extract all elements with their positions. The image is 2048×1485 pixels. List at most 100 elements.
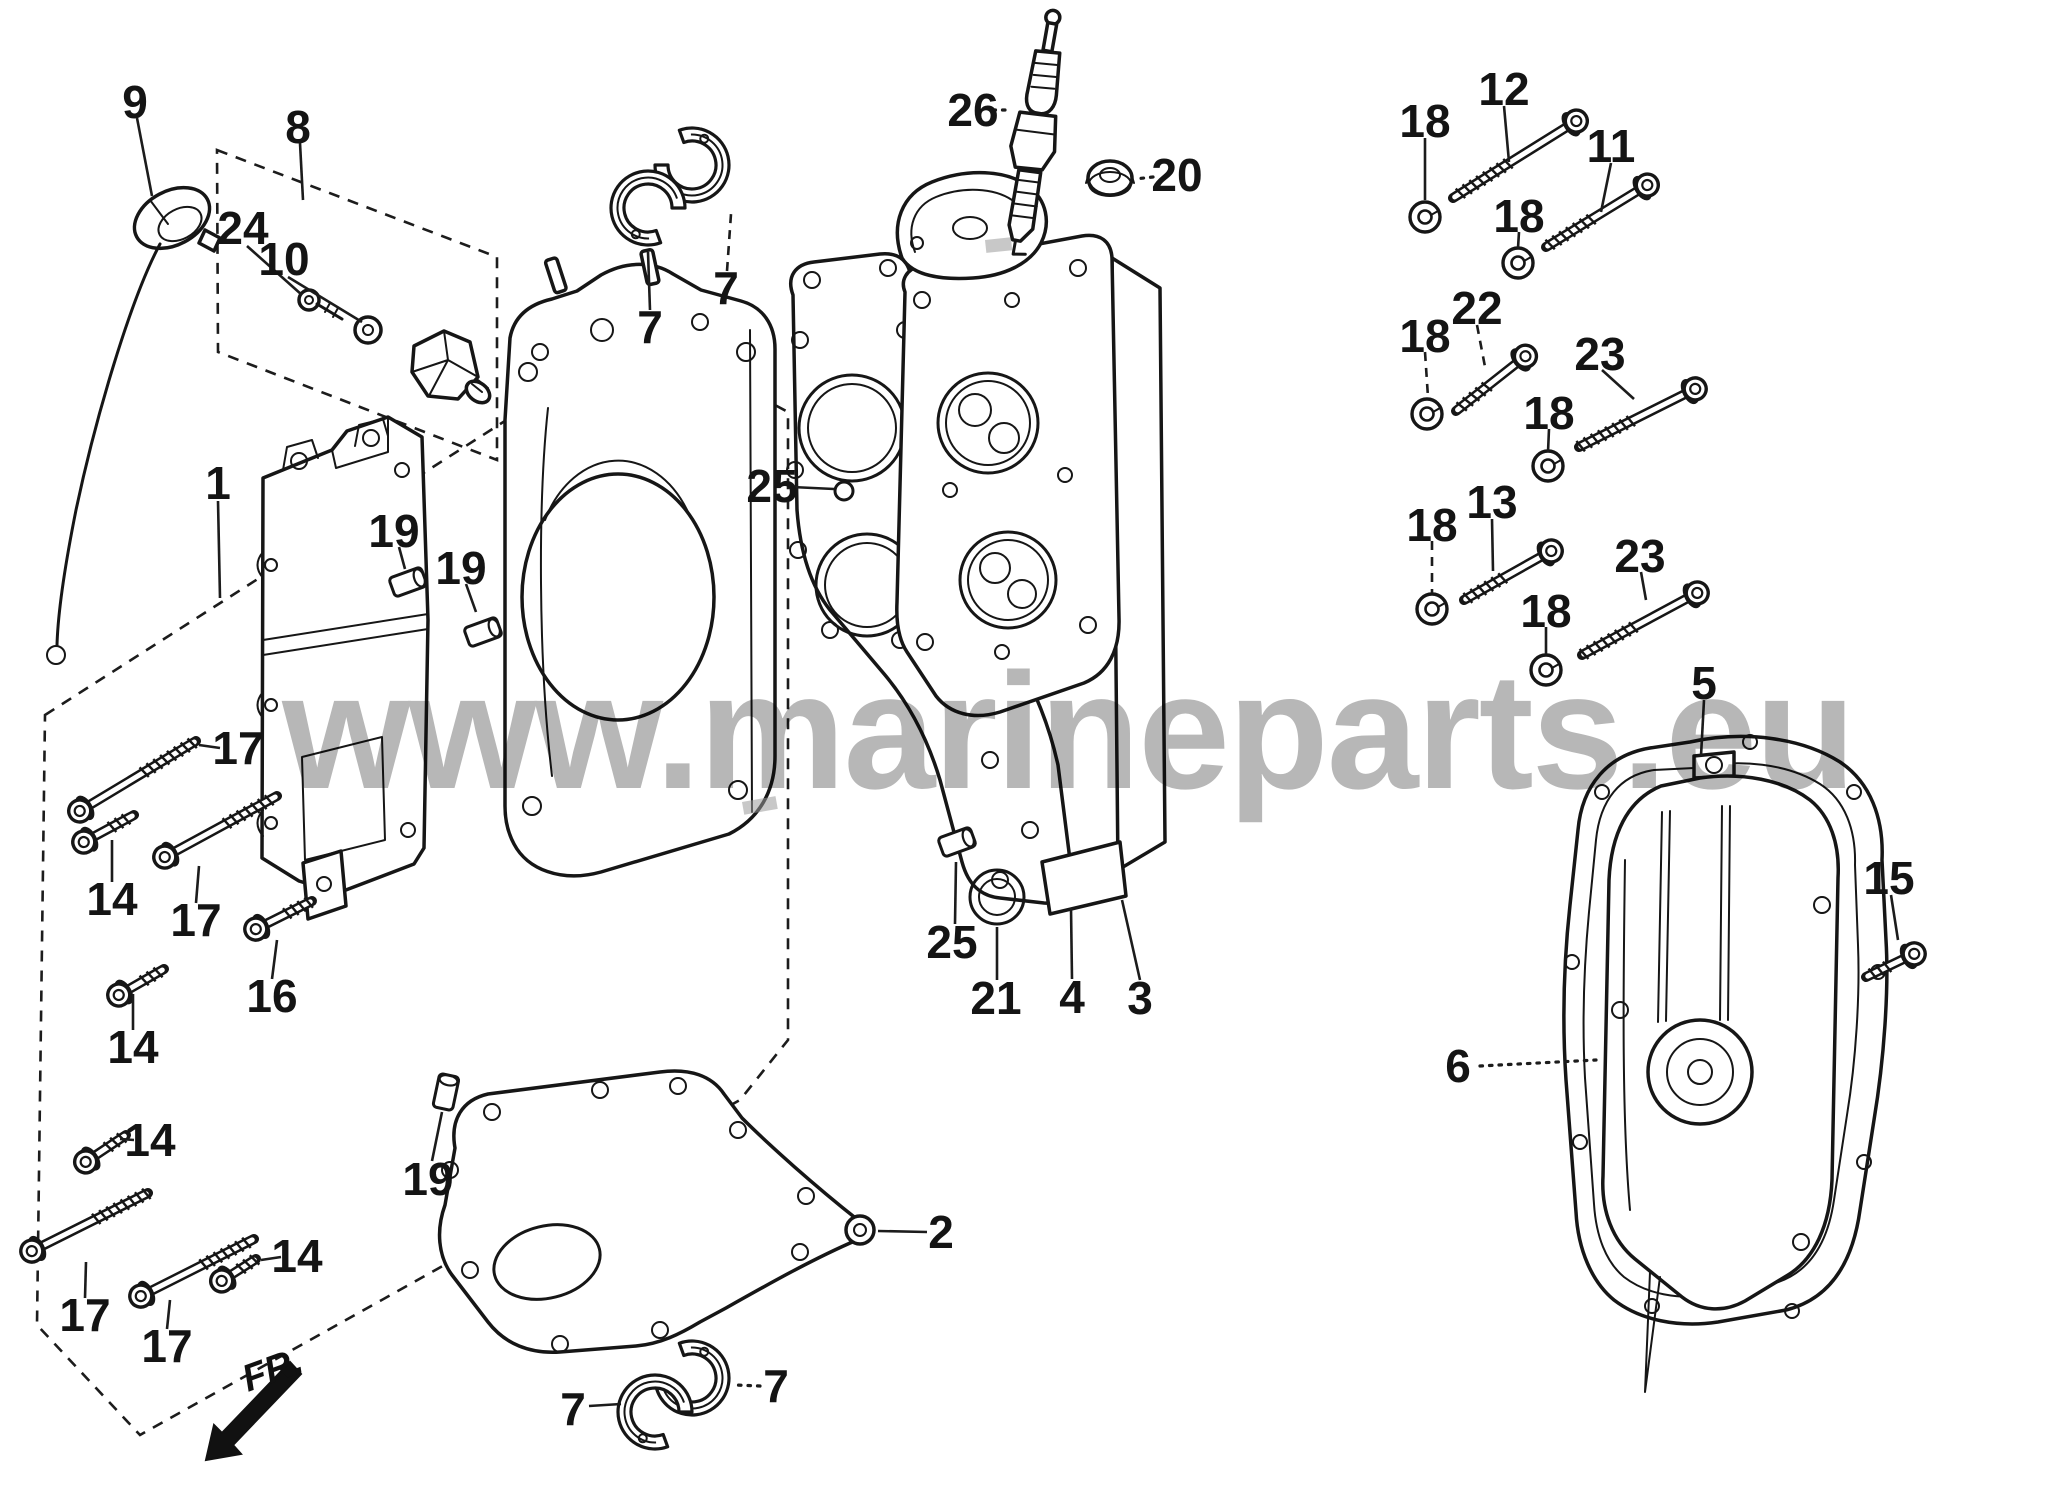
hex-bolt <box>243 895 317 942</box>
callout-number-10: 10 <box>258 233 309 285</box>
leader-line-24 <box>246 245 303 296</box>
sealing-washer-18 <box>1408 200 1442 234</box>
callout-number-9: 9 <box>122 76 148 128</box>
hex-bolt <box>1459 538 1564 605</box>
callout-number-17: 17 <box>170 894 221 946</box>
base-gasket-2 <box>437 1069 876 1354</box>
callout-number-19: 19 <box>435 542 486 594</box>
leader-line-18 <box>1546 428 1551 453</box>
leader-line-9 <box>135 117 154 197</box>
dowel-pin <box>937 826 977 858</box>
leader-line-17 <box>198 743 221 750</box>
sealing-washer-18 <box>1529 653 1563 687</box>
callout-number-25: 25 <box>746 460 797 512</box>
hex-bolt <box>1861 941 1927 982</box>
callout-number-12: 12 <box>1478 63 1529 115</box>
callout-number-15: 15 <box>1863 852 1914 904</box>
leader-line-2 <box>877 1229 928 1234</box>
callout-number-4: 4 <box>1059 971 1085 1023</box>
callout-number-18: 18 <box>1399 310 1450 362</box>
callout-number-5: 5 <box>1691 657 1717 709</box>
callout-number-18: 18 <box>1399 95 1450 147</box>
callout-number-3: 3 <box>1127 972 1153 1024</box>
callout-number-23: 23 <box>1574 328 1625 380</box>
leader-line-12 <box>1502 105 1511 163</box>
leader-line-18 <box>1423 351 1430 398</box>
cylinder-block <box>503 248 778 878</box>
hex-bolt <box>67 736 201 824</box>
leader-line-17 <box>165 1299 172 1330</box>
head-foot <box>1040 840 1128 916</box>
leader-line-3 <box>1120 899 1142 981</box>
callout-number-7: 7 <box>560 1383 586 1435</box>
o-ring-21 <box>968 868 1026 926</box>
fitting-kit-box-8-outline <box>215 148 499 462</box>
callout-number-8: 8 <box>285 101 311 153</box>
cylinder-head-3 <box>895 233 1167 916</box>
callout-number-17: 17 <box>59 1289 110 1341</box>
leader-line-14 <box>260 1255 282 1262</box>
leader-line-18 <box>1516 231 1521 249</box>
callout-number-21: 21 <box>970 972 1021 1024</box>
dowel-pin <box>388 566 428 598</box>
hardware-layer <box>19 108 1927 1451</box>
dipstick-rod <box>46 242 162 665</box>
sealing-washer-18 <box>1531 449 1565 483</box>
callout-number-19: 19 <box>402 1153 453 1205</box>
hex-bolt <box>1540 172 1660 252</box>
oil-fitting-8 <box>410 329 492 405</box>
callout-number-7: 7 <box>637 301 663 353</box>
hex-bolt <box>72 1129 132 1175</box>
callout-number-13: 13 <box>1466 476 1517 528</box>
leader-line-5 <box>1699 699 1706 757</box>
callout-number-7: 7 <box>763 1360 789 1412</box>
callout-number-19: 19 <box>368 505 419 557</box>
callout-number-17: 17 <box>212 722 263 774</box>
leader-line-16 <box>270 939 279 980</box>
washer-10 <box>353 315 383 345</box>
assembly-box-1-outline <box>35 332 790 1437</box>
leader-line-19 <box>430 1111 444 1162</box>
bearing-half-shell-7 <box>609 169 687 247</box>
hex-bolt <box>1573 376 1708 453</box>
leader-line-19 <box>464 583 478 613</box>
leader-line-19 <box>397 546 407 570</box>
leader-line-11 <box>1599 162 1613 213</box>
leader-lines-layer <box>83 105 1900 1408</box>
hex-bolt <box>1451 343 1539 417</box>
leader-line-15 <box>1889 894 1900 941</box>
callout-number-20: 20 <box>1151 149 1202 201</box>
callout-number-25: 25 <box>926 916 977 968</box>
callout-number-7: 7 <box>713 262 739 314</box>
callout-number-14: 14 <box>271 1230 323 1282</box>
plug-seal-nut-20 <box>1085 159 1135 197</box>
callout-number-24: 24 <box>217 202 269 254</box>
spark-plug-26 <box>1007 8 1062 256</box>
dowel-pin <box>431 1072 461 1112</box>
callout-number-18: 18 <box>1520 585 1571 637</box>
callout-number-6: 6 <box>1445 1040 1471 1092</box>
callout-number-18: 18 <box>1406 499 1457 551</box>
leader-line-1 <box>216 500 222 599</box>
cylinder-head-crown <box>895 170 1049 281</box>
leader-line-7 <box>588 1402 622 1408</box>
dowel-pin <box>463 616 503 648</box>
leader-line-8 <box>298 142 305 201</box>
fr-label: FR. <box>237 1340 309 1400</box>
hex-bolt <box>106 964 169 1008</box>
callout-number-22: 22 <box>1451 282 1502 334</box>
sealing-washer-18 <box>1415 592 1449 626</box>
callout-number-18: 18 <box>1523 387 1574 439</box>
callout-number-11: 11 <box>1587 120 1636 172</box>
callout-number-2: 2 <box>928 1206 954 1258</box>
callout-number-14: 14 <box>107 1021 159 1073</box>
leader-line-23 <box>1601 369 1635 400</box>
leader-line-25 <box>953 861 958 925</box>
dowel-hole-25 <box>833 480 855 502</box>
callout-number-26: 26 <box>947 84 998 136</box>
leader-line-25 <box>791 485 835 491</box>
hex-bolt <box>208 1253 262 1294</box>
hex-bolt <box>1447 108 1590 203</box>
